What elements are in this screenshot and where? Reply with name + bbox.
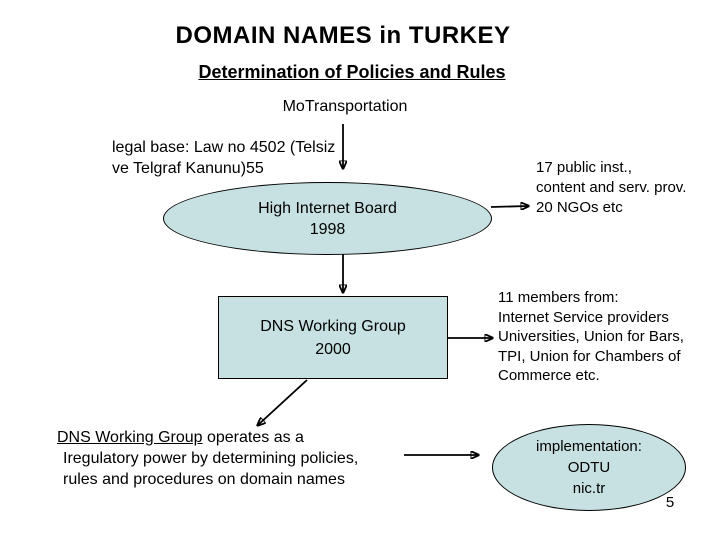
implementation-ellipse: implementation: ODTU nic.tr (492, 424, 686, 511)
page-number: 5 (665, 494, 675, 511)
public-inst-note: 17 public inst., content and serv. prov.… (536, 159, 687, 216)
legal-base-note: legal base: Law no 4502 (Telsiz ve Telgr… (112, 139, 336, 177)
arrow-board-to-public-inst (490, 206, 528, 207)
operates-note-line2: Iregulatory power by determining policie… (63, 450, 359, 467)
dns-group-name: DNS Working Group (260, 317, 406, 335)
members-note: 11 members from: Internet Service provid… (498, 289, 684, 384)
slide-subtitle: Determination of Policies and Rules (198, 62, 506, 82)
dns-working-group-box: DNS Working Group 2000 (218, 296, 448, 379)
operates-note: DNS Working Group operates as a Iregulat… (57, 427, 358, 490)
operates-note-line3: rules and procedures on domain names (63, 471, 345, 488)
dns-group-year: 2000 (315, 340, 351, 358)
high-internet-board-ellipse: High Internet Board 1998 (163, 182, 492, 255)
arrow-dns-group-to-operates-note (258, 379, 308, 425)
operates-note-line1-rest: operates as a (202, 429, 304, 446)
board-name: High Internet Board (258, 199, 397, 217)
implementation-line2: ODTU (567, 459, 611, 476)
board-year: 1998 (309, 220, 346, 238)
operates-note-line1: DNS Working Group operates as a (57, 427, 358, 448)
implementation-line3: nic.tr (572, 480, 606, 497)
operates-note-underlined: DNS Working Group (57, 429, 203, 446)
implementation-line1: implementation: (536, 438, 642, 455)
ministry-label: MoTransportation (282, 98, 408, 115)
slide-title: DOMAIN NAMES in TURKEY (175, 22, 511, 49)
